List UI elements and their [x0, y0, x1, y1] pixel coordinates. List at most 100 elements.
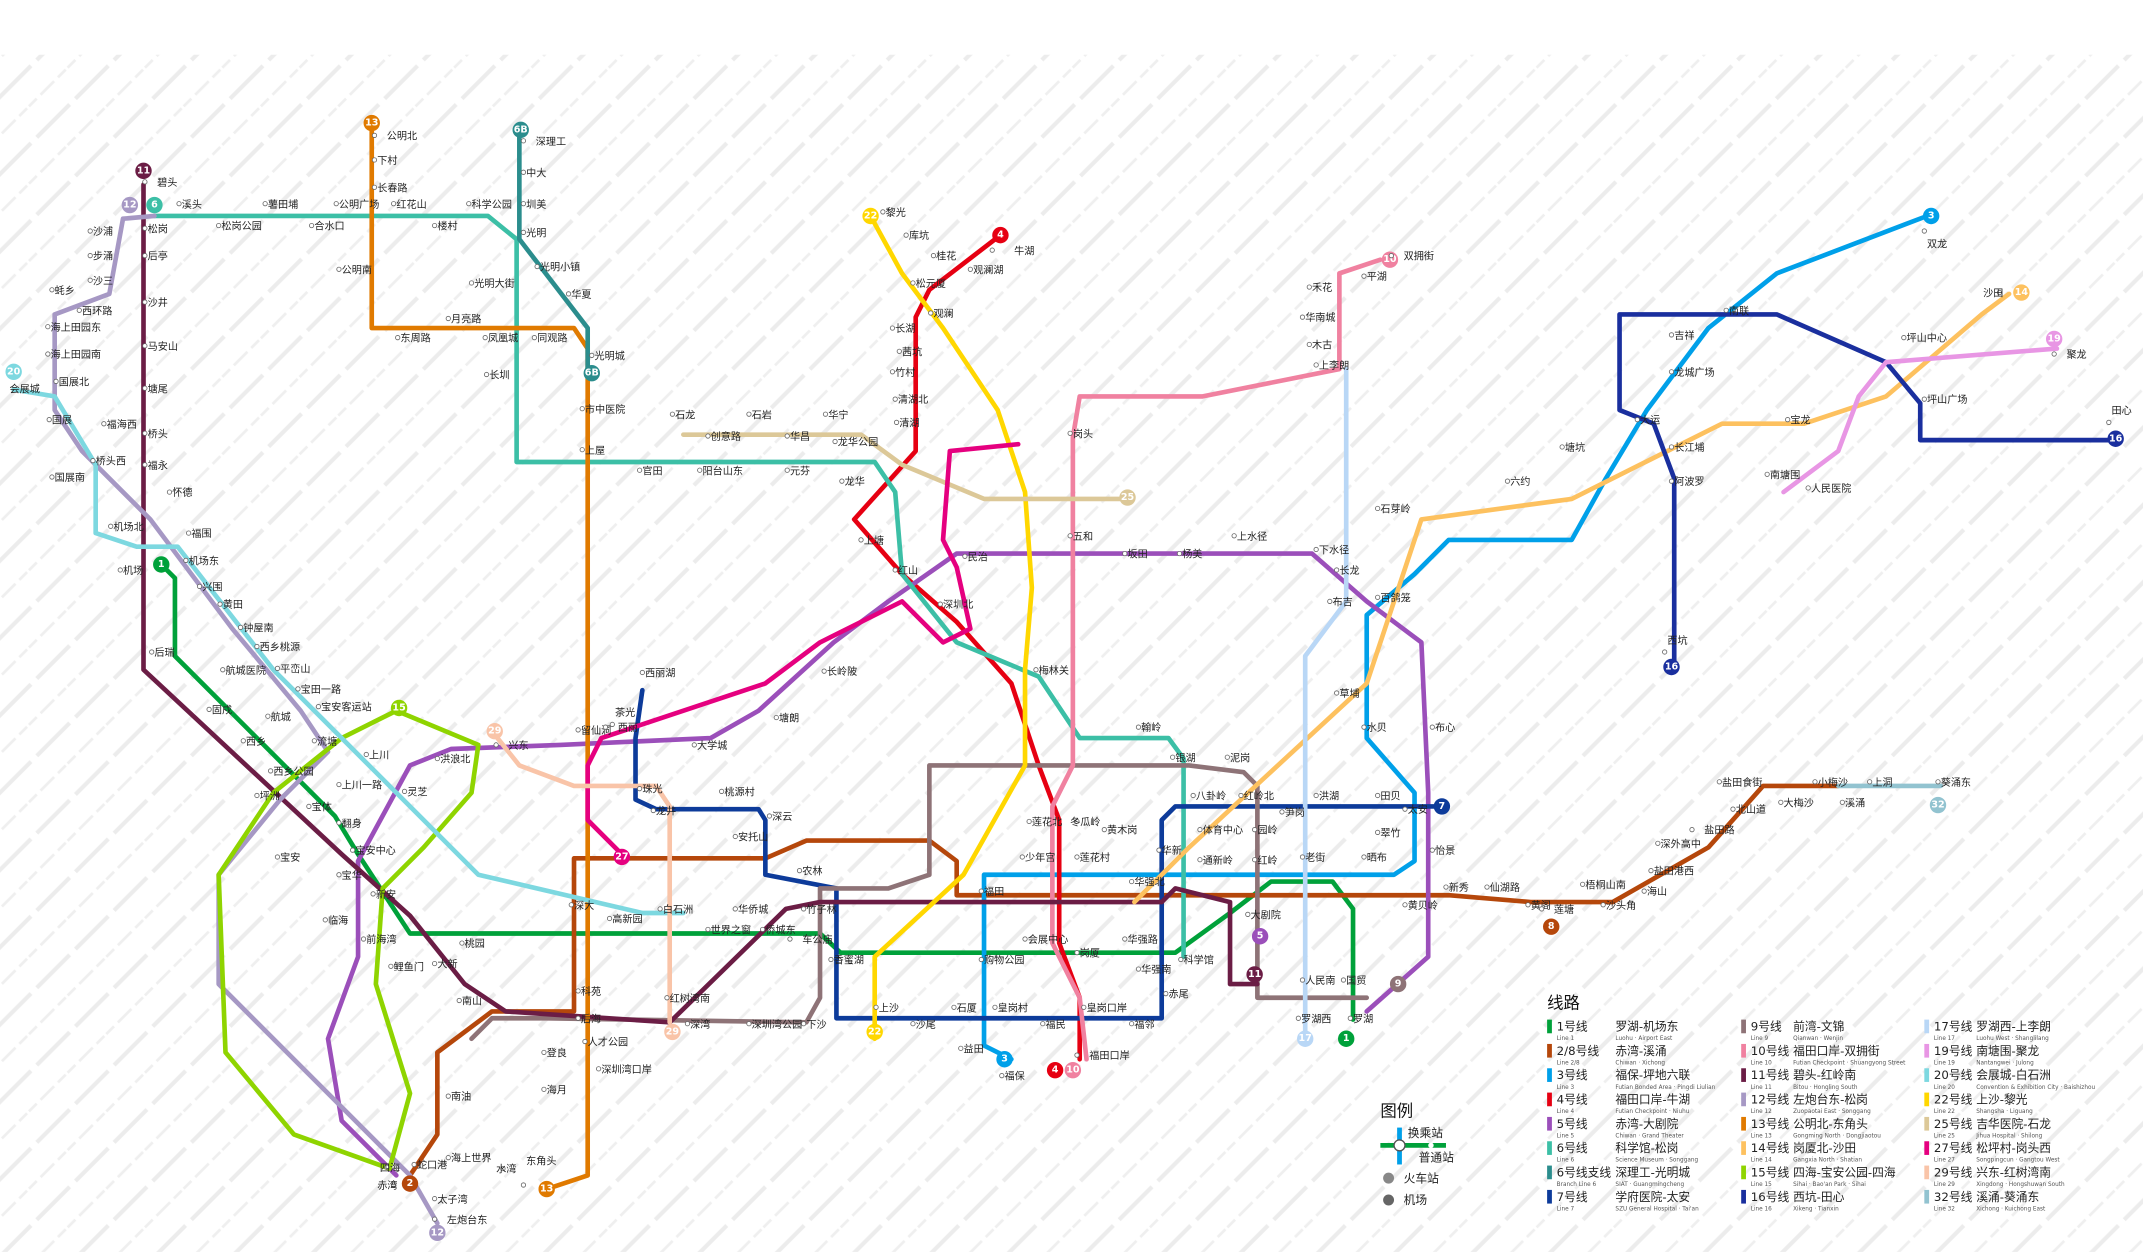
- station[interactable]: 布心: [1429, 722, 1455, 734]
- metro-line-12[interactable]: [52, 213, 440, 1226]
- station[interactable]: 五和: [1067, 531, 1093, 543]
- station[interactable]: 聚龙: [2051, 348, 2087, 361]
- station[interactable]: 兴围: [196, 581, 223, 593]
- station[interactable]: 桃园: [459, 937, 485, 950]
- station[interactable]: 少年宫: [1019, 851, 1055, 864]
- station[interactable]: 莲塘: [1539, 903, 1574, 916]
- metro-line-6B[interactable]: [517, 127, 591, 372]
- station[interactable]: 西环路: [76, 304, 112, 317]
- station[interactable]: 红山: [892, 564, 918, 577]
- station[interactable]: 后亭: [142, 250, 168, 263]
- station[interactable]: 公明北: [371, 130, 417, 142]
- metro-line-22[interactable]: [868, 213, 1035, 1042]
- station[interactable]: 科学公园: [466, 198, 512, 211]
- station[interactable]: 桥头西: [90, 456, 126, 468]
- station[interactable]: 市中医院: [579, 403, 625, 416]
- station[interactable]: 六约: [1504, 475, 1530, 488]
- station[interactable]: 下村: [371, 154, 397, 167]
- station[interactable]: 固戍: [206, 703, 232, 716]
- station[interactable]: 双拥街: [1388, 250, 1434, 263]
- station[interactable]: 南山: [456, 995, 482, 1008]
- line-badge-9[interactable]: 9: [1389, 975, 1407, 993]
- station[interactable]: 平峦山: [274, 662, 311, 675]
- station[interactable]: 长岭陂: [821, 665, 857, 678]
- line-badge-7[interactable]: 7: [1433, 798, 1451, 815]
- station[interactable]: 阳台山东: [697, 464, 743, 477]
- station[interactable]: 上川: [363, 750, 389, 762]
- station[interactable]: 赤湾: [377, 1179, 397, 1192]
- station[interactable]: 科苑: [575, 985, 601, 998]
- station[interactable]: 怀德: [166, 486, 192, 499]
- station[interactable]: 梧桐山南: [1580, 878, 1626, 891]
- line-badge-13[interactable]: 13: [363, 114, 380, 132]
- station[interactable]: 松元厦: [910, 277, 946, 290]
- station[interactable]: 深湾: [684, 1018, 710, 1031]
- station[interactable]: 大梅沙: [1778, 796, 1814, 809]
- station[interactable]: 深理工: [520, 136, 566, 148]
- station[interactable]: 梅林关: [1033, 664, 1069, 677]
- metro-line-1[interactable]: [158, 562, 1356, 1022]
- station[interactable]: 西乡: [240, 736, 266, 748]
- station[interactable]: 红岭北: [1238, 790, 1274, 803]
- station[interactable]: 福田口岸: [1074, 1049, 1130, 1062]
- station[interactable]: 塘坑: [1559, 441, 1585, 454]
- station[interactable]: 桂花: [930, 250, 956, 263]
- station[interactable]: 笋岗: [1279, 806, 1305, 819]
- station[interactable]: 洪湖: [1313, 791, 1339, 803]
- line-badge-25[interactable]: 25: [1119, 489, 1136, 506]
- station[interactable]: 盐田港西: [1648, 865, 1694, 878]
- station[interactable]: 国展北: [53, 376, 89, 388]
- station[interactable]: 民治: [962, 550, 988, 563]
- station[interactable]: 晒布: [1361, 852, 1387, 864]
- station[interactable]: 沙井: [142, 296, 168, 309]
- station[interactable]: 红树湾南: [664, 992, 710, 1005]
- station[interactable]: 水湾: [496, 1163, 516, 1176]
- station[interactable]: 海上世界: [445, 1152, 491, 1165]
- station[interactable]: 岗厦: [1074, 948, 1100, 960]
- station[interactable]: 黄木岗: [1101, 824, 1137, 837]
- station[interactable]: 溪头: [176, 199, 202, 211]
- station[interactable]: 双龙: [1921, 228, 1947, 251]
- station[interactable]: 航城医院: [220, 664, 266, 677]
- station[interactable]: 石厦: [951, 1002, 977, 1014]
- station[interactable]: 怡景: [1429, 844, 1455, 857]
- line-badge-29[interactable]: 29: [486, 723, 503, 740]
- line-badge-20[interactable]: 20: [5, 363, 22, 380]
- station[interactable]: 月亮路: [445, 313, 481, 326]
- station[interactable]: 上洞: [1867, 777, 1893, 789]
- station[interactable]: 临海: [322, 914, 348, 927]
- station[interactable]: 机场: [117, 564, 143, 577]
- station[interactable]: 海山: [1641, 885, 1667, 898]
- line-badge-11[interactable]: 11: [135, 162, 152, 180]
- station[interactable]: 翻身: [336, 817, 362, 830]
- metro-line-25[interactable]: [681, 432, 1124, 502]
- station[interactable]: 黎光: [880, 206, 906, 219]
- station[interactable]: 泥岗: [1224, 751, 1250, 764]
- line-badge-11[interactable]: 11: [1246, 966, 1263, 983]
- station[interactable]: 石芽岭: [1375, 503, 1411, 516]
- station[interactable]: 后海: [575, 1012, 601, 1025]
- station[interactable]: 深云: [766, 811, 792, 823]
- station[interactable]: 体育中心: [1197, 824, 1243, 837]
- station[interactable]: 通新岭: [1197, 854, 1233, 867]
- metro-line-11[interactable]: [141, 182, 1260, 1025]
- station[interactable]: 下水径: [1313, 544, 1349, 557]
- station[interactable]: 木古: [1306, 339, 1332, 352]
- line-badge-5[interactable]: 5: [1251, 928, 1269, 945]
- station[interactable]: 侨城东: [760, 924, 796, 937]
- station[interactable]: 竹村: [889, 366, 915, 379]
- line-badge-4[interactable]: 4: [992, 226, 1009, 244]
- station[interactable]: 黄阁: [1525, 899, 1551, 912]
- station[interactable]: 松岗: [142, 222, 168, 235]
- station[interactable]: 牛湖: [989, 244, 1034, 257]
- station[interactable]: 罗湖西: [1295, 1013, 1331, 1025]
- line-badge-6[interactable]: 6: [146, 196, 163, 214]
